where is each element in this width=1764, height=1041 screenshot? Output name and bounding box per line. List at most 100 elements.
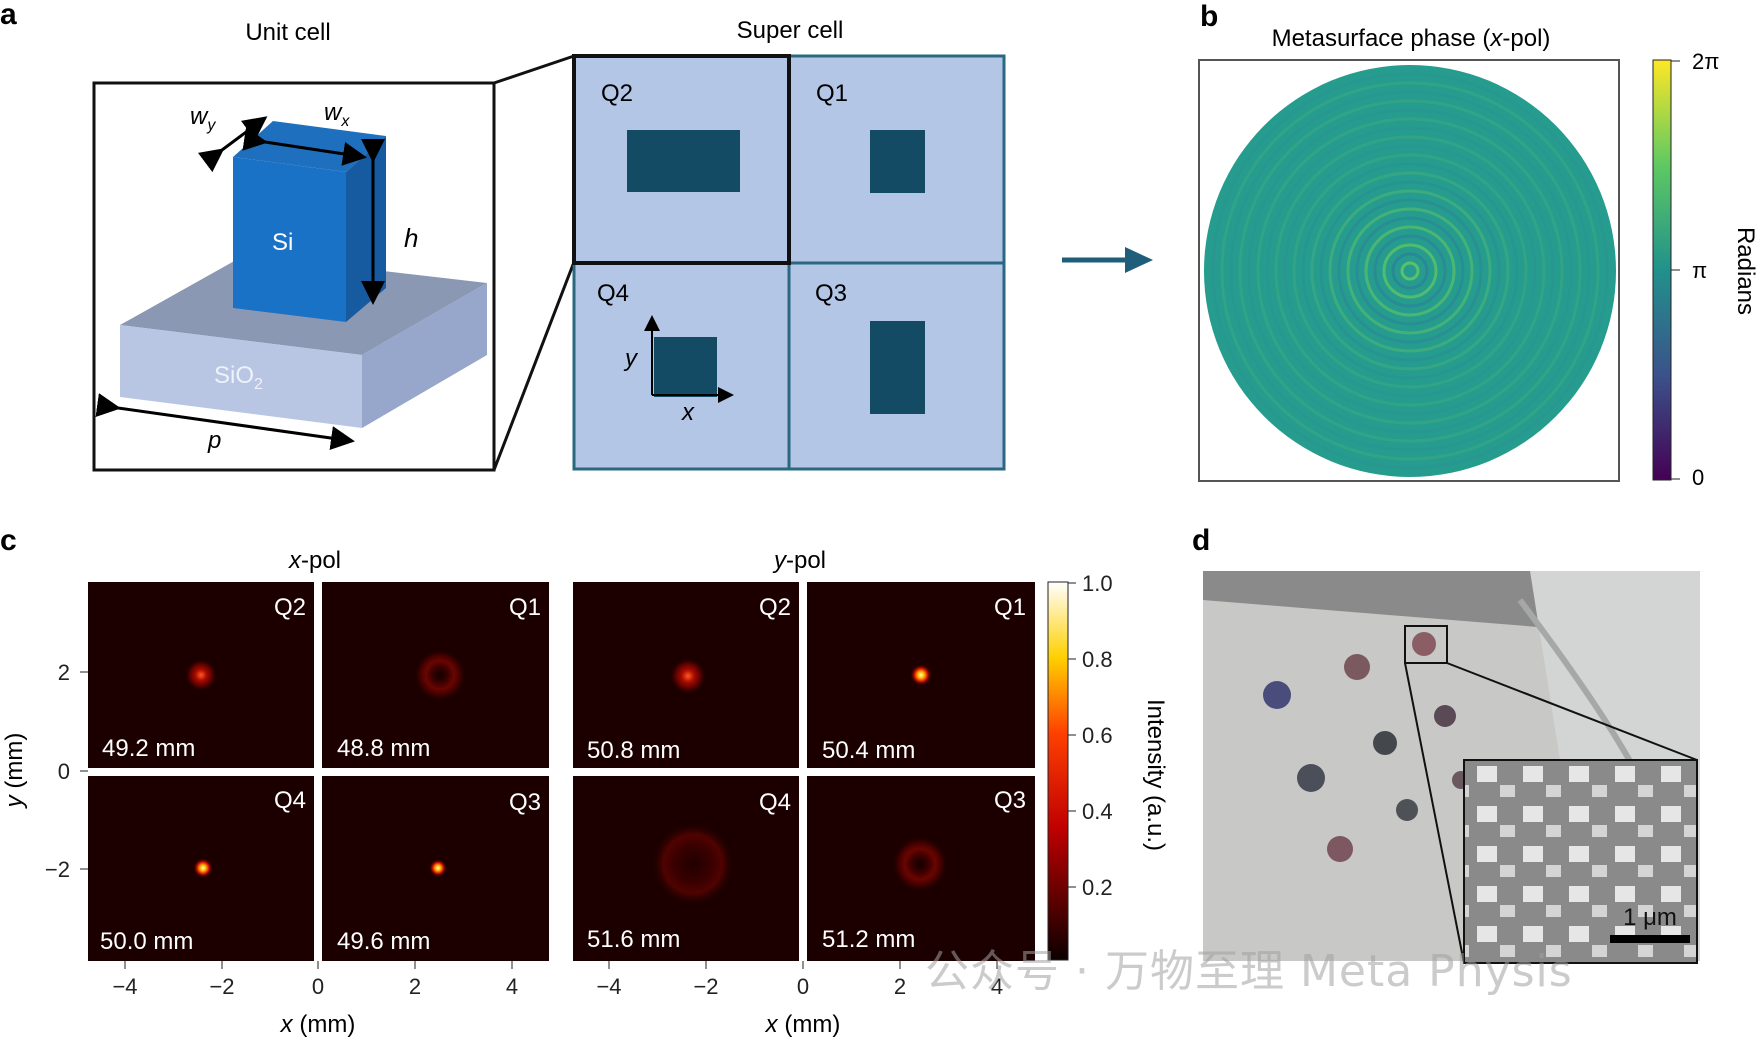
ypol-grid <box>573 582 1035 961</box>
c-left-xtick-neg4: −4 <box>112 974 137 999</box>
metalens-dot <box>1396 799 1418 821</box>
label-wx: wx <box>324 99 350 130</box>
c-right-xtick-4: 4 <box>991 974 1003 999</box>
ypol-spot-q1 <box>910 664 932 686</box>
c-cbar-tick-1.0: 1.0 <box>1082 571 1113 596</box>
phase-colorbar <box>1652 59 1672 481</box>
c-cbar-tick-0.8: 0.8 <box>1082 647 1113 672</box>
ypol-q2-label: Q2 <box>759 594 791 621</box>
ypol-q3-label: Q3 <box>994 787 1026 814</box>
xpol-q4-focal: 50.0 mm <box>100 928 193 955</box>
super-cell-diagram <box>572 54 1006 471</box>
phase-colorbar-label: Radians <box>1732 227 1759 315</box>
c-right-xtick-2: 2 <box>894 974 906 999</box>
ypol-q1-label: Q1 <box>994 594 1026 621</box>
xpol-spot-q1 <box>414 649 466 701</box>
phase-ring <box>1256 117 1564 425</box>
phase-ring <box>1391 252 1429 290</box>
xpol-q3-label: Q3 <box>509 789 541 816</box>
metalens-dot <box>1434 705 1456 727</box>
c-xlabel-right: x (mm) <box>765 1011 841 1038</box>
phase-ring <box>1274 135 1546 407</box>
unit-cell-title: Unit cell <box>245 19 330 46</box>
ypol-spot-q3 <box>892 836 948 892</box>
phase-ring <box>1373 234 1447 308</box>
metalens-dot <box>1344 654 1370 680</box>
ypol-q3-focal: 51.2 mm <box>822 926 915 953</box>
c-left-xtick-4: 4 <box>506 974 518 999</box>
c-xlabel-left: x (mm) <box>280 1011 356 1038</box>
supercell-q1: Q1 <box>816 80 848 107</box>
label-wy: wy <box>190 103 216 134</box>
supercell-q3: Q3 <box>815 280 847 307</box>
c-cbar-tick-0.6: 0.6 <box>1082 723 1113 748</box>
xpol-q3-focal: 49.6 mm <box>337 928 430 955</box>
c-cbar-tick-0.4: 0.4 <box>1082 799 1113 824</box>
phase-ring <box>1319 180 1501 362</box>
phase-tick-pi: π <box>1692 258 1707 283</box>
scale-bar <box>1610 935 1690 943</box>
scale-bar-label: 1 μm <box>1623 904 1677 931</box>
zoom-box <box>1404 625 1448 664</box>
phase-tick-0: 0 <box>1692 465 1704 490</box>
c-ytick-0: 0 <box>58 759 70 784</box>
xpol-grid <box>88 582 549 961</box>
label-si: Si <box>272 229 293 256</box>
xpol-q1-focal: 48.8 mm <box>337 735 430 762</box>
supercell-q4: Q4 <box>597 280 629 307</box>
xpol-spot-q2 <box>185 659 217 691</box>
phase-ring <box>1229 90 1591 452</box>
phase-ring <box>1400 261 1420 281</box>
c-left-xtick-0: 0 <box>312 974 324 999</box>
ypol-q1-focal: 50.4 mm <box>822 737 915 764</box>
intensity-colorbar-label: Intensity (a.u.) <box>1142 699 1169 851</box>
xpol-q2-label: Q2 <box>274 594 306 621</box>
ypol-q4-label: Q4 <box>759 789 791 816</box>
phase-ring <box>1355 216 1465 326</box>
phase-ring <box>1220 81 1600 461</box>
phase-map <box>1198 59 1620 482</box>
xpol-title: x-pol <box>288 547 341 574</box>
phase-ring <box>1292 153 1528 389</box>
supercell-axis-y: y <box>623 345 639 372</box>
xpol-spot-q3 <box>429 859 447 877</box>
phase-ring <box>1328 189 1492 353</box>
super-cell-title: Super cell <box>737 17 844 44</box>
xpol-spot-q4 <box>193 858 213 878</box>
metalens-dot <box>1327 836 1353 862</box>
c-right-xtick-neg4: −4 <box>596 974 621 999</box>
phase-tick-2pi: 2π <box>1692 49 1719 74</box>
panel-a-letter: a <box>0 0 17 31</box>
phase-ring <box>1211 72 1609 470</box>
phase-title: Metasurface phase (x-pol) <box>1272 25 1551 52</box>
ypol-spot-q4 <box>651 822 735 906</box>
phase-ring <box>1337 198 1483 344</box>
ypol-spot-q2 <box>670 658 706 694</box>
flow-arrow <box>1062 247 1153 273</box>
sem-inset <box>1463 759 1698 964</box>
phase-ring <box>1310 171 1510 371</box>
phase-ring <box>1301 162 1519 380</box>
c-left-xtick-neg2: −2 <box>209 974 234 999</box>
phase-ring <box>1247 108 1573 434</box>
phase-ring <box>1364 225 1456 317</box>
phase-ring <box>1382 243 1438 299</box>
c-ylabel: y (mm) <box>1 733 28 810</box>
phase-ring <box>1238 99 1582 443</box>
label-sio2: SiO2 <box>214 362 263 393</box>
unit-cell-diagram <box>92 81 496 472</box>
panel-d-letter: d <box>1192 524 1210 557</box>
sample-photo <box>1203 571 1700 964</box>
phase-ring <box>1346 207 1474 335</box>
label-h: h <box>404 223 418 253</box>
c-ytick-neg2: −2 <box>45 857 70 882</box>
supercell-q2: Q2 <box>601 80 633 107</box>
ypol-title: y-pol <box>772 547 826 574</box>
xpol-q4-label: Q4 <box>274 787 306 814</box>
metalens-dot <box>1297 764 1325 792</box>
xpol-q2-focal: 49.2 mm <box>102 735 195 762</box>
c-cbar-tick-0.2: 0.2 <box>1082 875 1113 900</box>
xpol-q1-label: Q1 <box>509 594 541 621</box>
phase-ring <box>1283 144 1537 398</box>
